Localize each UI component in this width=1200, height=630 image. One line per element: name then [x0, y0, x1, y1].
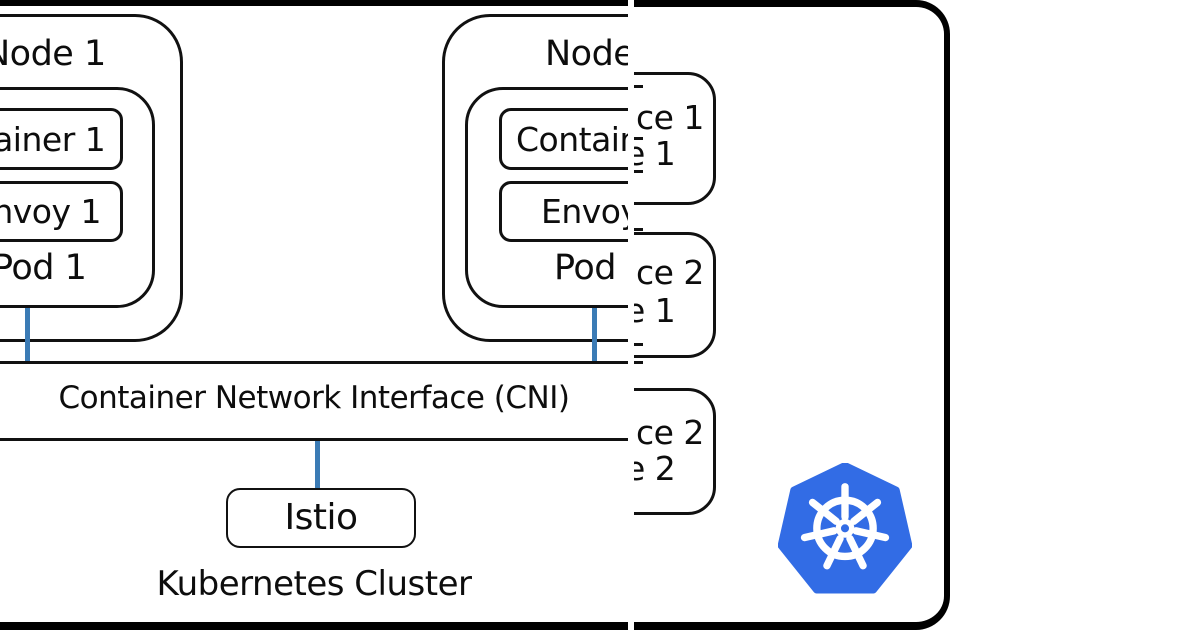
pod1-cni-connector	[25, 308, 30, 362]
container1-label: Container 1	[0, 120, 106, 159]
node1-label: Node 1	[0, 34, 106, 74]
cni-label: Container Network Interface (CNI)	[58, 380, 570, 416]
cluster-border-bottom	[0, 622, 628, 630]
envoy1-box	[0, 181, 123, 242]
pod2-cni-connector	[592, 308, 597, 362]
cut-line-fragment	[634, 137, 643, 140]
instance2-label-fragment: e 2	[634, 449, 676, 488]
envoy2-box	[499, 181, 628, 242]
service-box-1	[634, 72, 716, 205]
container1-box	[0, 108, 123, 170]
cluster-border-top	[0, 0, 628, 6]
envoy2-label: Envoy 2	[541, 192, 628, 231]
node2-box	[442, 14, 628, 342]
service2b-label-fragment: ce 2	[636, 413, 704, 452]
cluster-label: Kubernetes Cluster	[156, 564, 472, 604]
kubernetes-logo-icon	[778, 463, 912, 594]
cni-istio-connector	[315, 441, 320, 489]
kubernetes-cluster-diagram: Node 1 Container 1 Envoy 1 Pod 1 Node 2 …	[0, 0, 628, 630]
istio-label: Istio	[284, 497, 358, 538]
service2-label-fragment: ce 2	[636, 253, 704, 292]
cut-line-fragment	[634, 343, 643, 346]
pod2-box	[465, 87, 628, 308]
istio-box: Istio	[226, 488, 416, 548]
cut-line-fragment	[634, 85, 643, 88]
pod2-label: Pod 2	[554, 248, 628, 288]
node2-label: Node 2	[545, 34, 628, 74]
cut-line-fragment	[634, 228, 643, 231]
cut-line-fragment	[634, 170, 643, 173]
instance1b-label-fragment: e 1	[634, 291, 676, 330]
service-box-2	[634, 232, 716, 358]
pod1-label: Pod 1	[0, 248, 87, 288]
envoy1-label: Envoy 1	[0, 192, 102, 231]
service-box-3	[634, 388, 716, 515]
node1-box	[0, 14, 183, 342]
cni-band-bottom-line	[0, 438, 628, 441]
service1-label-fragment: ce 1	[636, 98, 704, 137]
container2-label: Container 2	[516, 120, 628, 159]
cni-band-top-line	[0, 361, 628, 364]
cut-line-fragment	[634, 361, 643, 364]
container2-box	[499, 108, 628, 170]
pod1-box	[0, 87, 155, 308]
diagram-preview-card: ce 1 e 1 ce 2 e 1 ce 2 e 2	[634, 0, 950, 630]
instance1-label-fragment: e 1	[634, 134, 676, 173]
